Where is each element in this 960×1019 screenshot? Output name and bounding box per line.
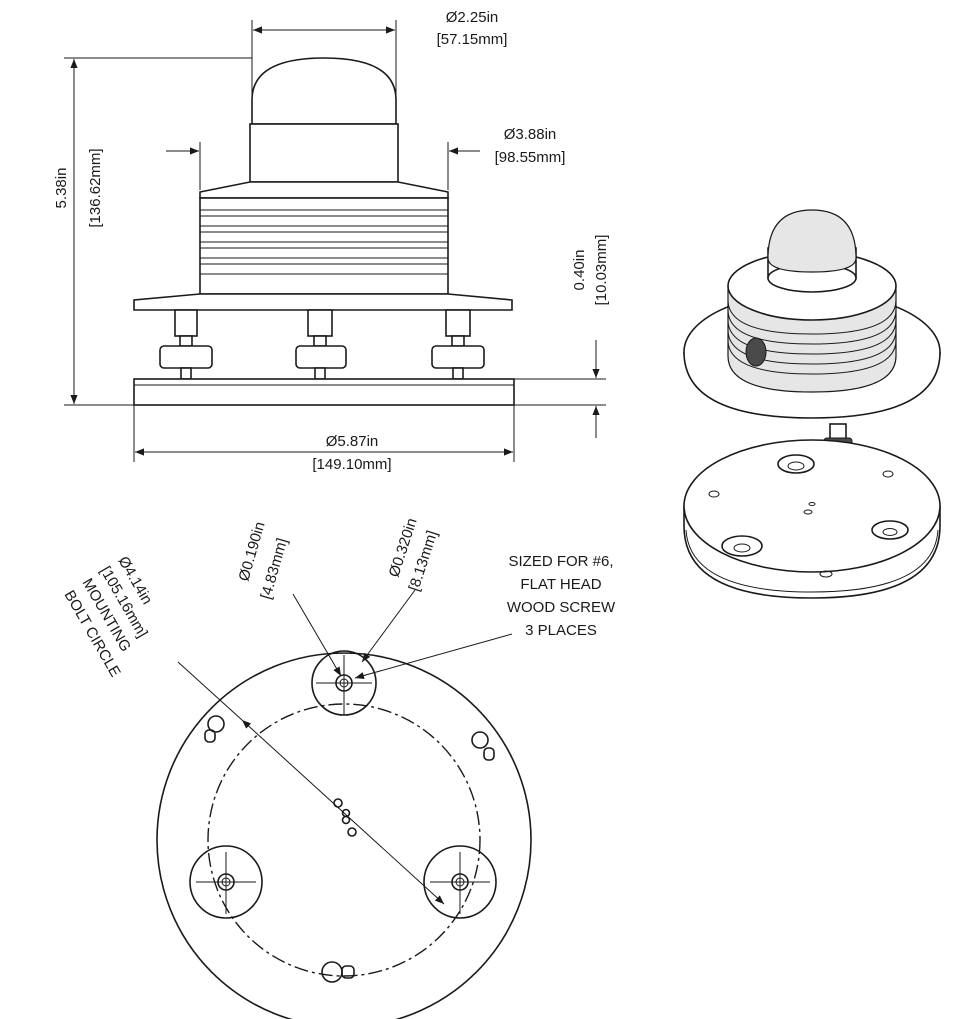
base-diameter-mm: [149.10mm] (312, 456, 391, 473)
isometric-view (683, 209, 941, 599)
mounting-hole-right (423, 845, 497, 919)
base-diameter-in: Ø5.87in (326, 433, 379, 450)
small-hole-mm: [4.83mm] (258, 536, 292, 601)
keyhole-slot-upper-left (204, 715, 225, 743)
plate-thickness-mm: [10.03mm] (593, 235, 610, 306)
bottom-plan-view: Ø0.190in [4.83mm] Ø0.320in [8.13mm] Ø4.1… (61, 516, 616, 1019)
body-diameter-mm: [98.55mm] (495, 149, 566, 166)
leveling-screw-middle (295, 309, 347, 380)
screw-note-line-1: SIZED FOR #6, (508, 553, 613, 570)
dome-diameter-in: Ø2.25in (446, 9, 499, 26)
keyhole-slot-upper-right (471, 731, 495, 761)
mounting-hole-top (311, 650, 377, 716)
front-elevation-view: Ø2.25in [57.15mm] Ø3.88in [98.55mm] 5.38… (53, 9, 610, 473)
mounting-hole-left (189, 845, 263, 919)
body-diameter-in: Ø3.88in (504, 126, 557, 143)
keyhole-slot-bottom (321, 961, 355, 983)
screw-note-line-3: WOOD SCREW (507, 599, 616, 616)
leveling-screw-left (159, 309, 213, 380)
height-in: 5.38in (53, 168, 70, 209)
screw-note-line-4: 3 PLACES (525, 622, 597, 639)
plate-thickness-in: 0.40in (571, 250, 588, 291)
dome-diameter-mm: [57.15mm] (437, 31, 508, 48)
height-mm: [136.62mm] (87, 148, 104, 227)
leveling-screw-right (431, 309, 485, 380)
screw-note-line-2: FLAT HEAD (520, 576, 601, 593)
